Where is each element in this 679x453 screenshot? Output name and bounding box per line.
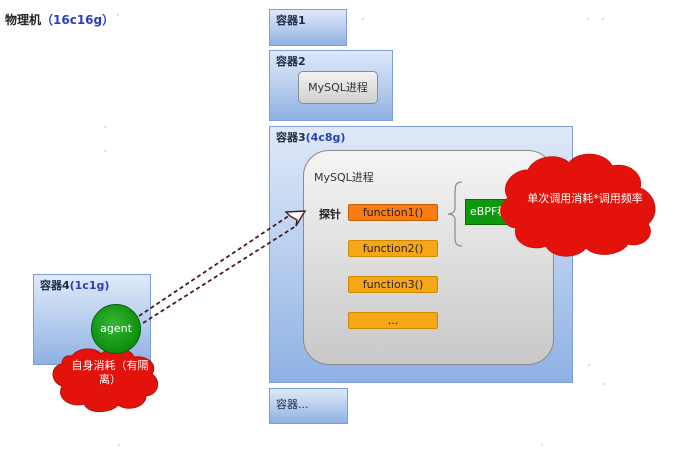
- self-cost-line-1: 自身消耗（有隔: [71, 359, 149, 372]
- bg-dot: [104, 150, 106, 152]
- function-ellipsis-box: ...: [348, 312, 438, 329]
- agent-probe-dashed-arrow: [138, 210, 307, 324]
- bg-dot: [117, 14, 119, 16]
- bg-dot: [362, 18, 364, 20]
- function-2-box: function2(): [348, 240, 438, 257]
- bg-dot: [587, 18, 589, 20]
- bg-dot: [603, 383, 605, 385]
- function-1-box: function1(): [348, 204, 438, 221]
- mysql-process-title: MySQL进程: [314, 171, 374, 184]
- container-3-label: 容器3(4c8g): [276, 129, 345, 145]
- cost-formula-text: 单次调用消耗*调用频率: [527, 192, 643, 205]
- container-1: 容器1: [269, 9, 347, 46]
- brace-connector: [447, 181, 463, 247]
- host-title: 物理机（16c16g）: [5, 11, 114, 28]
- container-4-spec: (1c1g): [69, 279, 110, 292]
- container-3-name: 容器3: [276, 131, 306, 144]
- bg-dot: [541, 444, 543, 446]
- container-more: 容器...: [269, 388, 348, 424]
- bg-dot: [588, 364, 590, 366]
- bg-dot: [602, 18, 604, 20]
- cloud-shape-icon: [500, 154, 655, 257]
- agent-label: agent: [100, 322, 132, 335]
- agent-node: agent: [91, 304, 141, 354]
- function-3-box: function3(): [348, 276, 438, 293]
- bg-dot: [104, 126, 106, 128]
- bg-dot: [118, 444, 120, 446]
- container-1-label: 容器1: [276, 14, 306, 27]
- arrowhead-icon: [284, 210, 307, 227]
- container-2: 容器2 MySQL进程: [269, 50, 393, 121]
- container-3-spec: (4c8g): [305, 131, 346, 144]
- self-cost-text: 自身消耗（有隔 离）: [62, 359, 158, 387]
- container-2-mysql-process: MySQL进程: [298, 71, 378, 104]
- container-4-label: 容器4(1c1g): [40, 277, 109, 293]
- container-2-label: 容器2: [276, 55, 306, 68]
- self-cost-line-2: 离）: [99, 373, 121, 386]
- container-more-label: 容器...: [276, 398, 309, 411]
- host-label: 物理机: [5, 13, 42, 27]
- probe-label: 探针: [319, 208, 341, 221]
- container-4-name: 容器4: [40, 279, 70, 292]
- host-spec: （16c16g）: [41, 13, 115, 27]
